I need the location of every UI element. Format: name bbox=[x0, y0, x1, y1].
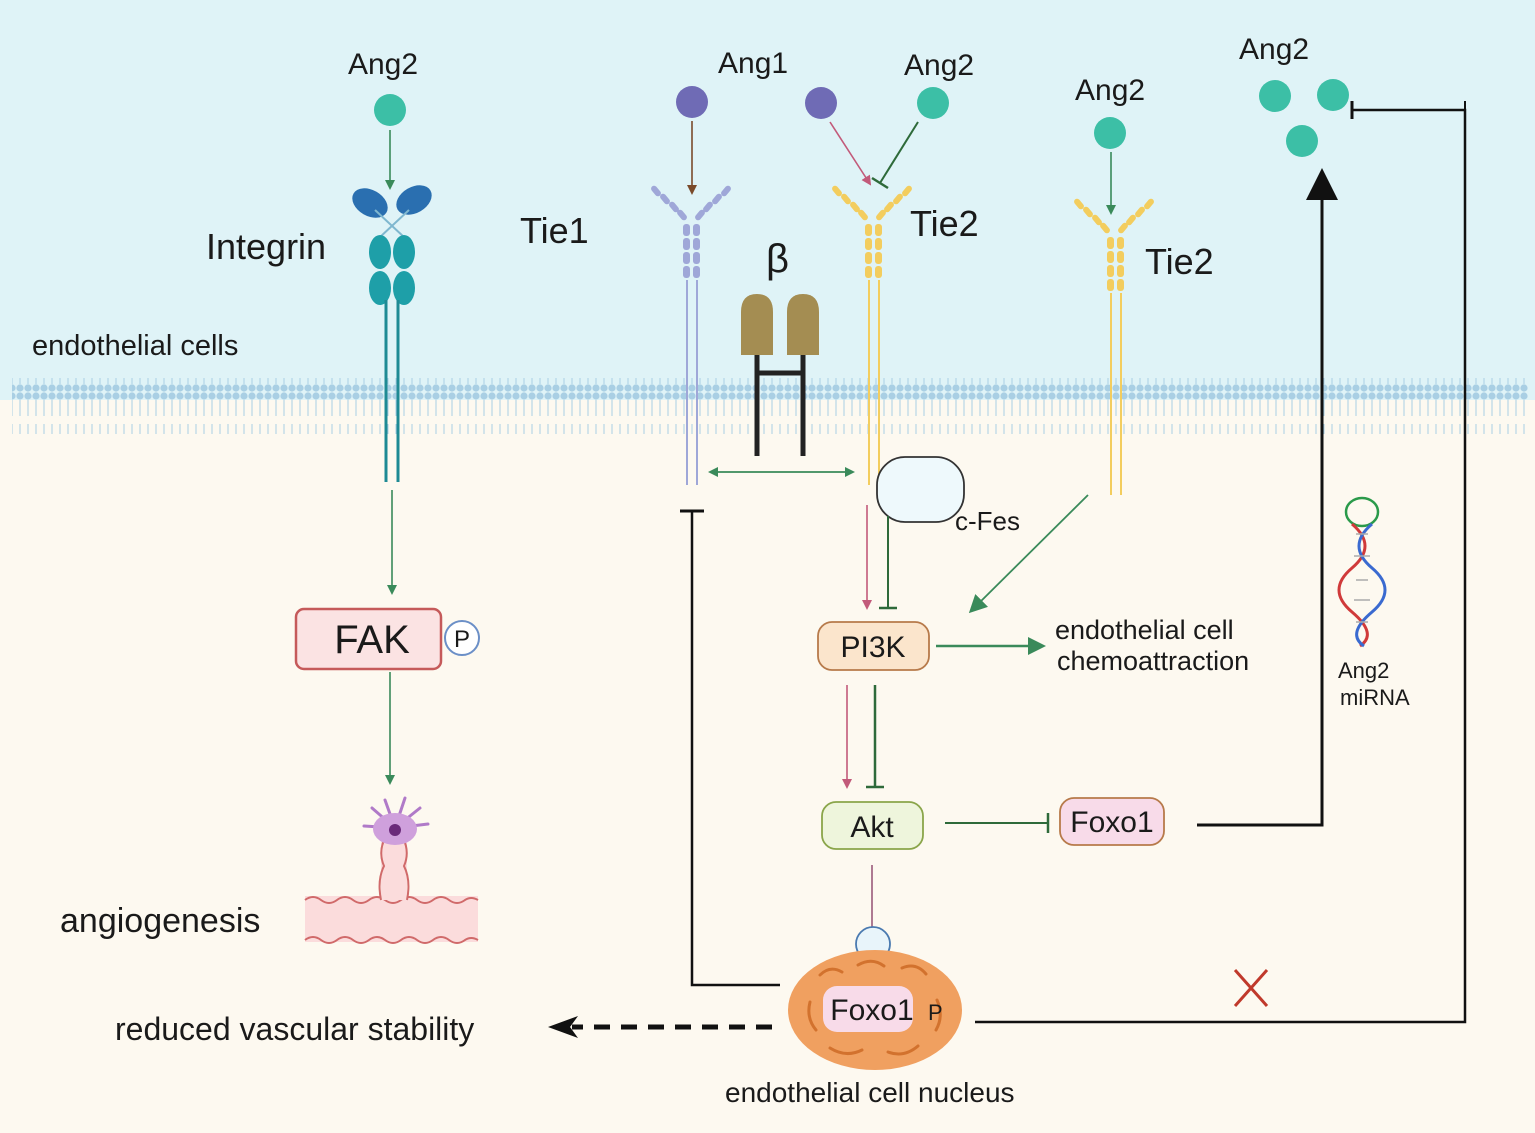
inhibit-akt-foxo1 bbox=[945, 813, 1050, 833]
tie2-label-second: Tie2 bbox=[1145, 241, 1214, 282]
cytoplasm-region bbox=[0, 400, 1535, 1133]
chemoattraction-label-line1: endothelial cell bbox=[1055, 615, 1234, 645]
fak-node: FAK bbox=[294, 607, 443, 671]
foxo1-cytoplasm-node: Foxo1 bbox=[1059, 797, 1165, 846]
ang2-tie2-label: Ang2 bbox=[904, 49, 974, 82]
tie2-label-first: Tie2 bbox=[910, 203, 979, 244]
arrowhead-reduced-stability bbox=[548, 1016, 578, 1038]
beta-label: β bbox=[766, 237, 789, 281]
tie1-receptor bbox=[651, 185, 731, 485]
mirna-label-line2: miRNA bbox=[1340, 685, 1410, 710]
inhibit-pi3k-akt bbox=[866, 685, 884, 789]
beta-receptor bbox=[741, 294, 819, 456]
inhibit-ang2-tie2 bbox=[871, 121, 919, 190]
ang2-ligand-tie2b bbox=[1094, 117, 1126, 149]
akt-node: Akt bbox=[821, 801, 924, 850]
c-fes-node bbox=[876, 456, 965, 523]
arrow-foxo1-ang2-release bbox=[1197, 198, 1324, 827]
ang2-mirna-icon bbox=[1337, 496, 1387, 648]
reduced-stability-label: reduced vascular stability bbox=[115, 1011, 474, 1047]
inhibit-nucleus-tie1 bbox=[680, 509, 780, 987]
arrow-ang1-tie2 bbox=[829, 121, 872, 186]
ang1-label: Ang1 bbox=[718, 47, 788, 80]
chemoattraction-label-line2: chemoattraction bbox=[1057, 646, 1249, 676]
ang2-ligand bbox=[374, 94, 406, 126]
fak-phospho-label: P bbox=[454, 626, 470, 653]
integrin-label: Integrin bbox=[206, 226, 326, 267]
ang2-released-label: Ang2 bbox=[1239, 33, 1309, 66]
fak-label: FAK bbox=[334, 618, 410, 662]
endothelial-cell-nucleus: Foxo1 P bbox=[788, 950, 962, 1070]
angiogenesis-label: angiogenesis bbox=[60, 902, 260, 940]
nucleus-label: endothelial cell nucleus bbox=[725, 1077, 1015, 1108]
released-ang2-cluster bbox=[1259, 79, 1349, 157]
integrin-receptor bbox=[352, 185, 432, 482]
ang2-integrin-label: Ang2 bbox=[348, 48, 418, 81]
ang1-ligand-tie2 bbox=[805, 87, 837, 119]
ang2-tie2b-label: Ang2 bbox=[1075, 74, 1145, 107]
foxo1-phospho-label: P bbox=[928, 1000, 943, 1025]
pi3k-label: PI3K bbox=[840, 631, 905, 664]
endothelial-cells-label: endothelial cells bbox=[32, 330, 238, 362]
arrow-tie2b-pi3k bbox=[968, 494, 1089, 614]
arrowhead-ang2-release bbox=[1306, 168, 1338, 200]
inhibit-nucleus-ang2 bbox=[975, 101, 1467, 1024]
foxo1-cytoplasm-label: Foxo1 bbox=[1070, 806, 1153, 839]
mirna-label-line1: Ang2 bbox=[1338, 658, 1389, 683]
tie2-receptor bbox=[832, 185, 912, 485]
cell-membrane bbox=[12, 378, 1528, 434]
ang1-ligand-tie1 bbox=[676, 86, 708, 118]
akt-label: Akt bbox=[850, 811, 894, 844]
angiogenesis-sprout-icon bbox=[304, 796, 479, 944]
ang2-ligand-tie2 bbox=[917, 87, 949, 119]
fak-phospho-badge: P bbox=[444, 620, 480, 656]
pi3k-node: PI3K bbox=[817, 621, 930, 671]
inhibit-cfes-pi3k bbox=[879, 516, 897, 610]
foxo1-nucleus-label: Foxo1 bbox=[830, 994, 913, 1027]
tie2-receptor-second bbox=[1074, 198, 1154, 495]
blocked-cross-mark bbox=[1233, 969, 1269, 1007]
tie1-label: Tie1 bbox=[520, 210, 589, 251]
c-fes-label: c-Fes bbox=[955, 506, 1020, 536]
